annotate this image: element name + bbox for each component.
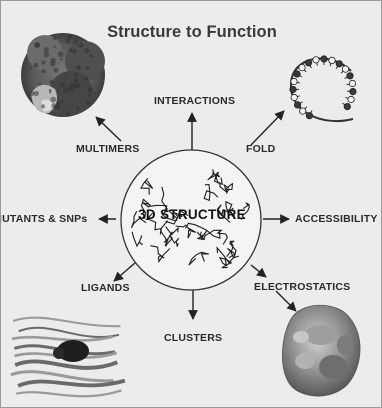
fold-bead (350, 88, 356, 94)
figure-title: Structure to Function (1, 23, 382, 42)
multimer-atom (84, 76, 88, 80)
multimer-atom (78, 43, 83, 48)
fold-bead (291, 78, 297, 84)
multimer-atom (58, 105, 60, 107)
arrow-multimers (96, 117, 121, 141)
fold-bead (336, 61, 342, 67)
multimer-atom (93, 92, 95, 94)
multimer-atom (89, 54, 93, 58)
fold-bead (294, 71, 300, 77)
multimer-atom (76, 107, 79, 110)
label-fold: FOLD (246, 143, 275, 155)
multimer-atom (76, 65, 81, 70)
multimer-atom (51, 103, 56, 108)
ribbon-strand (19, 328, 119, 337)
fold-bead (342, 66, 348, 72)
multimer-atom (70, 88, 74, 92)
multimer-atom (30, 91, 35, 96)
multimer-atom (30, 67, 32, 69)
ribbon-strand (11, 372, 114, 381)
fold-bead (300, 108, 306, 114)
fold-bead (344, 103, 350, 109)
electrostatics-image (282, 305, 360, 396)
multimer-atom (58, 51, 64, 57)
multimer-atom (39, 83, 42, 86)
label-accessibility: ACCESSIBILITY (295, 213, 378, 225)
label-mutants: IUTANTS & SNPs (0, 213, 87, 225)
label-clusters: CLUSTERS (164, 332, 222, 344)
multimer-atom (72, 50, 76, 54)
multimer-atom (54, 68, 59, 73)
multimer-atom (44, 52, 50, 58)
multimer-atom (58, 89, 61, 92)
multimer-atom (88, 87, 93, 92)
multimer-atom (74, 85, 78, 89)
multimer-atom (51, 58, 56, 63)
multimer-atom (86, 101, 90, 105)
multimer-atom (42, 69, 46, 73)
fold-bead (290, 86, 296, 92)
multimer-atom (35, 43, 40, 48)
multimer-atom (50, 97, 56, 103)
fold-bead (306, 113, 312, 119)
arrow-electrostatics (251, 265, 266, 277)
multimer-atom (67, 112, 70, 115)
multimer-atom (69, 48, 73, 52)
fold-bead (347, 73, 353, 79)
multimer-atom (75, 72, 79, 76)
multimer-atom (54, 46, 56, 48)
fold-bead (291, 94, 297, 100)
multimer-atom (60, 58, 63, 61)
multimer-atom (63, 87, 69, 93)
fold-bead (321, 56, 327, 62)
multimer-atom (41, 104, 45, 108)
multimer-atom (75, 44, 77, 46)
multimer-atom (60, 82, 65, 87)
multimer-atom (42, 61, 46, 65)
multimer-atom (71, 104, 73, 106)
multimer-image (21, 33, 105, 117)
fold-bead (313, 57, 319, 63)
arrow-fold (251, 111, 284, 145)
multimer-atom (44, 47, 49, 52)
ribbon-strand (16, 390, 121, 396)
fold-bead (349, 80, 355, 86)
multimer-atom (49, 91, 51, 93)
arrow-ligands (114, 263, 135, 281)
multimer-atom (65, 73, 67, 75)
ribbon-strand (13, 318, 120, 327)
label-ligands: LIGANDS (81, 282, 130, 294)
fold-bead (299, 64, 305, 70)
multimer-atom (61, 100, 64, 103)
label-interactions: INTERACTIONS (154, 95, 235, 107)
ribbon-strand (15, 361, 117, 367)
fold-bead (294, 102, 300, 108)
fold-image (290, 56, 356, 121)
center-label: 3D STRUCTURE (125, 207, 259, 222)
multimer-atom (71, 42, 73, 44)
ligand-image (11, 318, 125, 397)
label-electrostatics: ELECTROSTATICS (254, 281, 350, 293)
label-multimers: MULTIMERS (76, 143, 139, 155)
multimer-atom (85, 48, 90, 53)
fold-bead (329, 57, 335, 63)
multimer-atom (74, 78, 79, 83)
fold-bead (348, 96, 354, 102)
multimer-atom (88, 94, 91, 97)
multimer-atom (85, 66, 89, 70)
multimer-atom (33, 63, 38, 68)
multimer-atom (49, 79, 53, 83)
arrow-electrostatics-image (276, 291, 296, 311)
multimer-atom (57, 101, 60, 104)
fold-bead (305, 60, 311, 66)
